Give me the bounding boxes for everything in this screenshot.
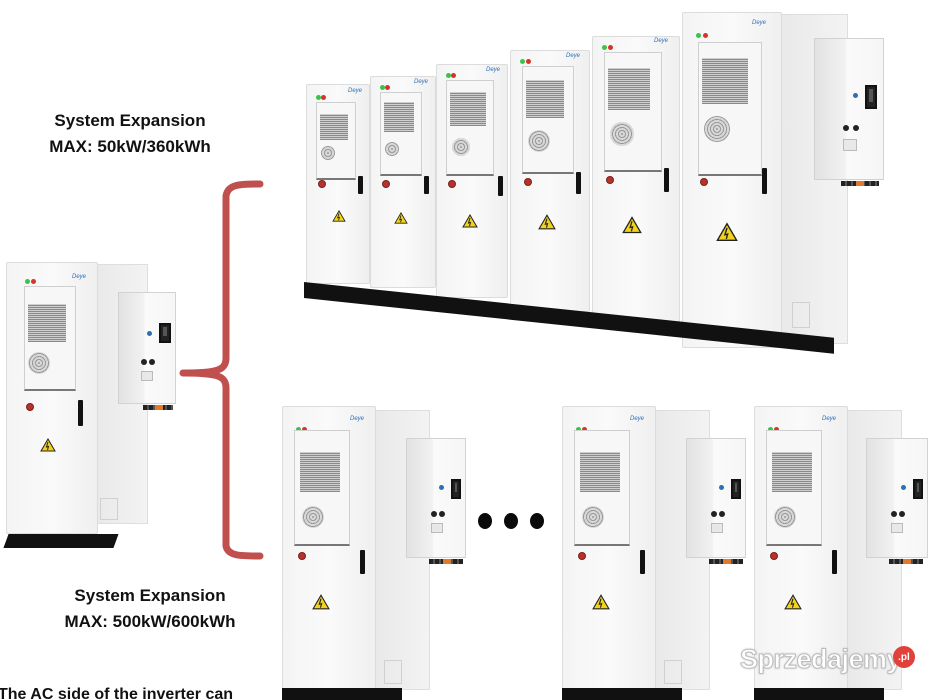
inverter-display	[731, 479, 741, 499]
brand-logo: Deye	[486, 67, 501, 73]
watermark-text: Sprzedajemy	[739, 644, 902, 675]
brand-logo: Deye	[414, 79, 429, 85]
top-expansion-title: System Expansion	[54, 111, 206, 130]
inverter-knob-icon	[147, 331, 152, 336]
high-voltage-warning-icon	[312, 594, 330, 610]
fan-icon	[28, 352, 50, 374]
brand-logo: Deye	[752, 20, 767, 26]
high-voltage-warning-icon	[784, 594, 802, 610]
emergency-stop-icon	[26, 403, 34, 411]
inverter-display	[159, 323, 171, 343]
inverter-knob-icon	[719, 485, 724, 490]
top-expansion-capacity: MAX: 50kW/360kWh	[49, 137, 211, 156]
brand-logo: Deye	[654, 38, 669, 44]
inverter-display	[913, 479, 923, 499]
inverter-knob-icon	[853, 93, 858, 98]
brand-logo: Deye	[350, 416, 365, 422]
bottom-expansion-label: System Expansion MAX: 500kW/600kWh	[40, 583, 260, 635]
bottom-expansion-capacity: MAX: 500kW/600kWh	[64, 612, 236, 631]
vent-grille	[28, 304, 66, 342]
top-expansion-label: System Expansion MAX: 50kW/360kWh	[30, 108, 230, 160]
high-voltage-warning-icon	[462, 214, 478, 228]
inverter-display	[451, 479, 461, 499]
high-voltage-warning-icon	[716, 222, 738, 241]
watermark-badge: .pl	[893, 646, 915, 668]
high-voltage-warning-icon	[40, 438, 56, 452]
brand-logo: Deye	[348, 88, 363, 94]
inverter-unit	[866, 438, 928, 564]
high-voltage-warning-icon	[538, 214, 556, 230]
status-led-green-icon	[25, 279, 30, 284]
inverter-unit	[118, 292, 176, 410]
high-voltage-warning-icon	[394, 212, 408, 224]
high-voltage-warning-icon	[622, 216, 642, 234]
inverter-unit	[814, 38, 884, 186]
inverter-unit	[406, 438, 466, 564]
curly-brace-icon	[179, 180, 264, 560]
inverter-knob-icon	[439, 485, 444, 490]
bottom-expansion-title: System Expansion	[74, 586, 226, 605]
footnote-text: The AC side of the inverter can	[0, 686, 234, 700]
brand-logo: Deye	[566, 53, 581, 59]
door-handle	[78, 400, 83, 426]
inverter-knob-icon	[901, 485, 906, 490]
inverter-unit	[686, 438, 746, 564]
brand-logo: Deye	[822, 416, 837, 422]
brand-logo: Deye	[72, 274, 87, 280]
brand-logo: Deye	[630, 416, 645, 422]
ellipsis-more-cabinets	[478, 513, 544, 529]
high-voltage-warning-icon	[332, 210, 346, 222]
status-led-red-icon	[31, 279, 36, 284]
high-voltage-warning-icon	[592, 594, 610, 610]
inverter-display	[865, 85, 877, 109]
